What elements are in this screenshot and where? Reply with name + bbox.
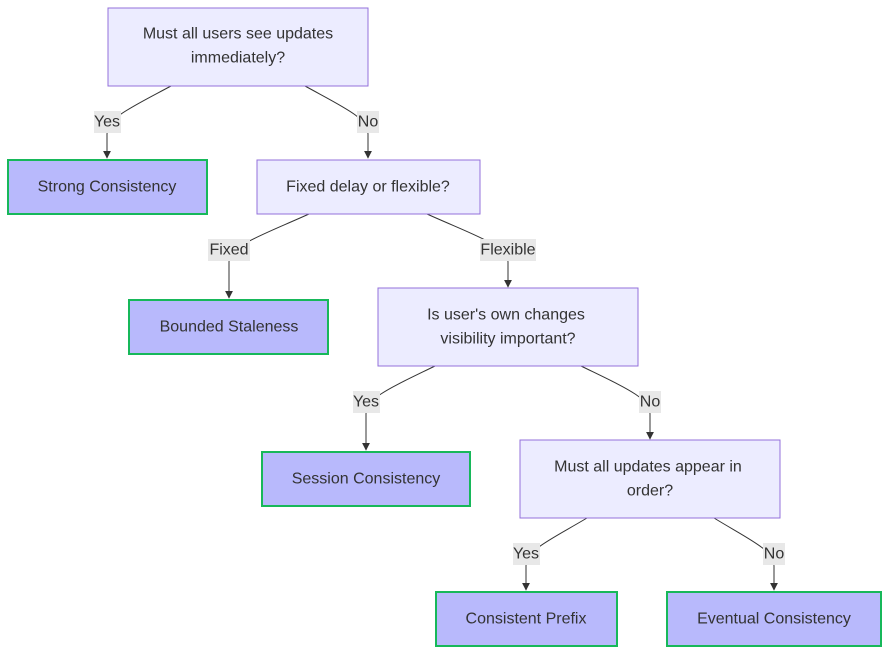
- edge-label-no: No: [763, 543, 785, 565]
- node-question-own-changes: Is user's own changes visibility importa…: [377, 287, 639, 367]
- edge-label-flexible: Flexible: [480, 239, 536, 261]
- edge-label-text: Yes: [513, 546, 539, 563]
- node-text-line: Eventual Consistency: [697, 611, 851, 628]
- edge-label-text: No: [764, 546, 785, 563]
- edge-own-changes-yes: [362, 365, 436, 451]
- edge-label-text: Yes: [353, 394, 379, 411]
- node-answer-bounded-staleness: Bounded Staleness: [128, 299, 329, 355]
- node-text-line: immediately?: [191, 50, 285, 67]
- node-question-immediate: Must all users see updates immediately?: [107, 7, 369, 87]
- edge-label-text: No: [358, 114, 379, 131]
- edge-label-text: No: [640, 394, 661, 411]
- node-text-line: Session Consistency: [292, 471, 441, 488]
- edge-own-changes-no: [580, 365, 654, 440]
- edge-label-text: Yes: [94, 114, 120, 131]
- node-answer-session-consistency: Session Consistency: [261, 451, 471, 507]
- edge-label-text: Fixed: [209, 242, 248, 259]
- node-text-line: Must all updates appear in: [554, 459, 742, 476]
- edge-order-no: [713, 517, 778, 591]
- edge-label-fixed: Fixed: [208, 239, 250, 261]
- edge-label-no: No: [357, 111, 379, 133]
- node-question-delay: Fixed delay or flexible?: [256, 159, 481, 215]
- edge-label-text: Flexible: [480, 242, 535, 259]
- edge-label-yes: Yes: [513, 543, 540, 565]
- node-text-line: Bounded Staleness: [160, 319, 299, 336]
- node-answer-strong-consistency: Strong Consistency: [7, 159, 208, 215]
- node-text-line: Fixed delay or flexible?: [286, 179, 450, 196]
- edge-label-no: No: [639, 391, 661, 413]
- node-text-line: Must all users see updates: [143, 26, 333, 43]
- node-answer-consistent-prefix: Consistent Prefix: [435, 591, 618, 647]
- node-text-line: Is user's own changes: [427, 307, 585, 324]
- node-question-order: Must all updates appear in order?: [519, 439, 781, 519]
- edge-label-yes: Yes: [94, 111, 121, 133]
- node-answer-eventual-consistency: Eventual Consistency: [666, 591, 882, 647]
- node-text-line: Strong Consistency: [38, 179, 177, 196]
- node-text-line: visibility important?: [440, 331, 575, 348]
- edge-immediate-no: [304, 85, 372, 159]
- edge-label-yes: Yes: [353, 391, 380, 413]
- node-text-line: order?: [627, 483, 673, 500]
- node-text-line: Consistent Prefix: [466, 611, 587, 628]
